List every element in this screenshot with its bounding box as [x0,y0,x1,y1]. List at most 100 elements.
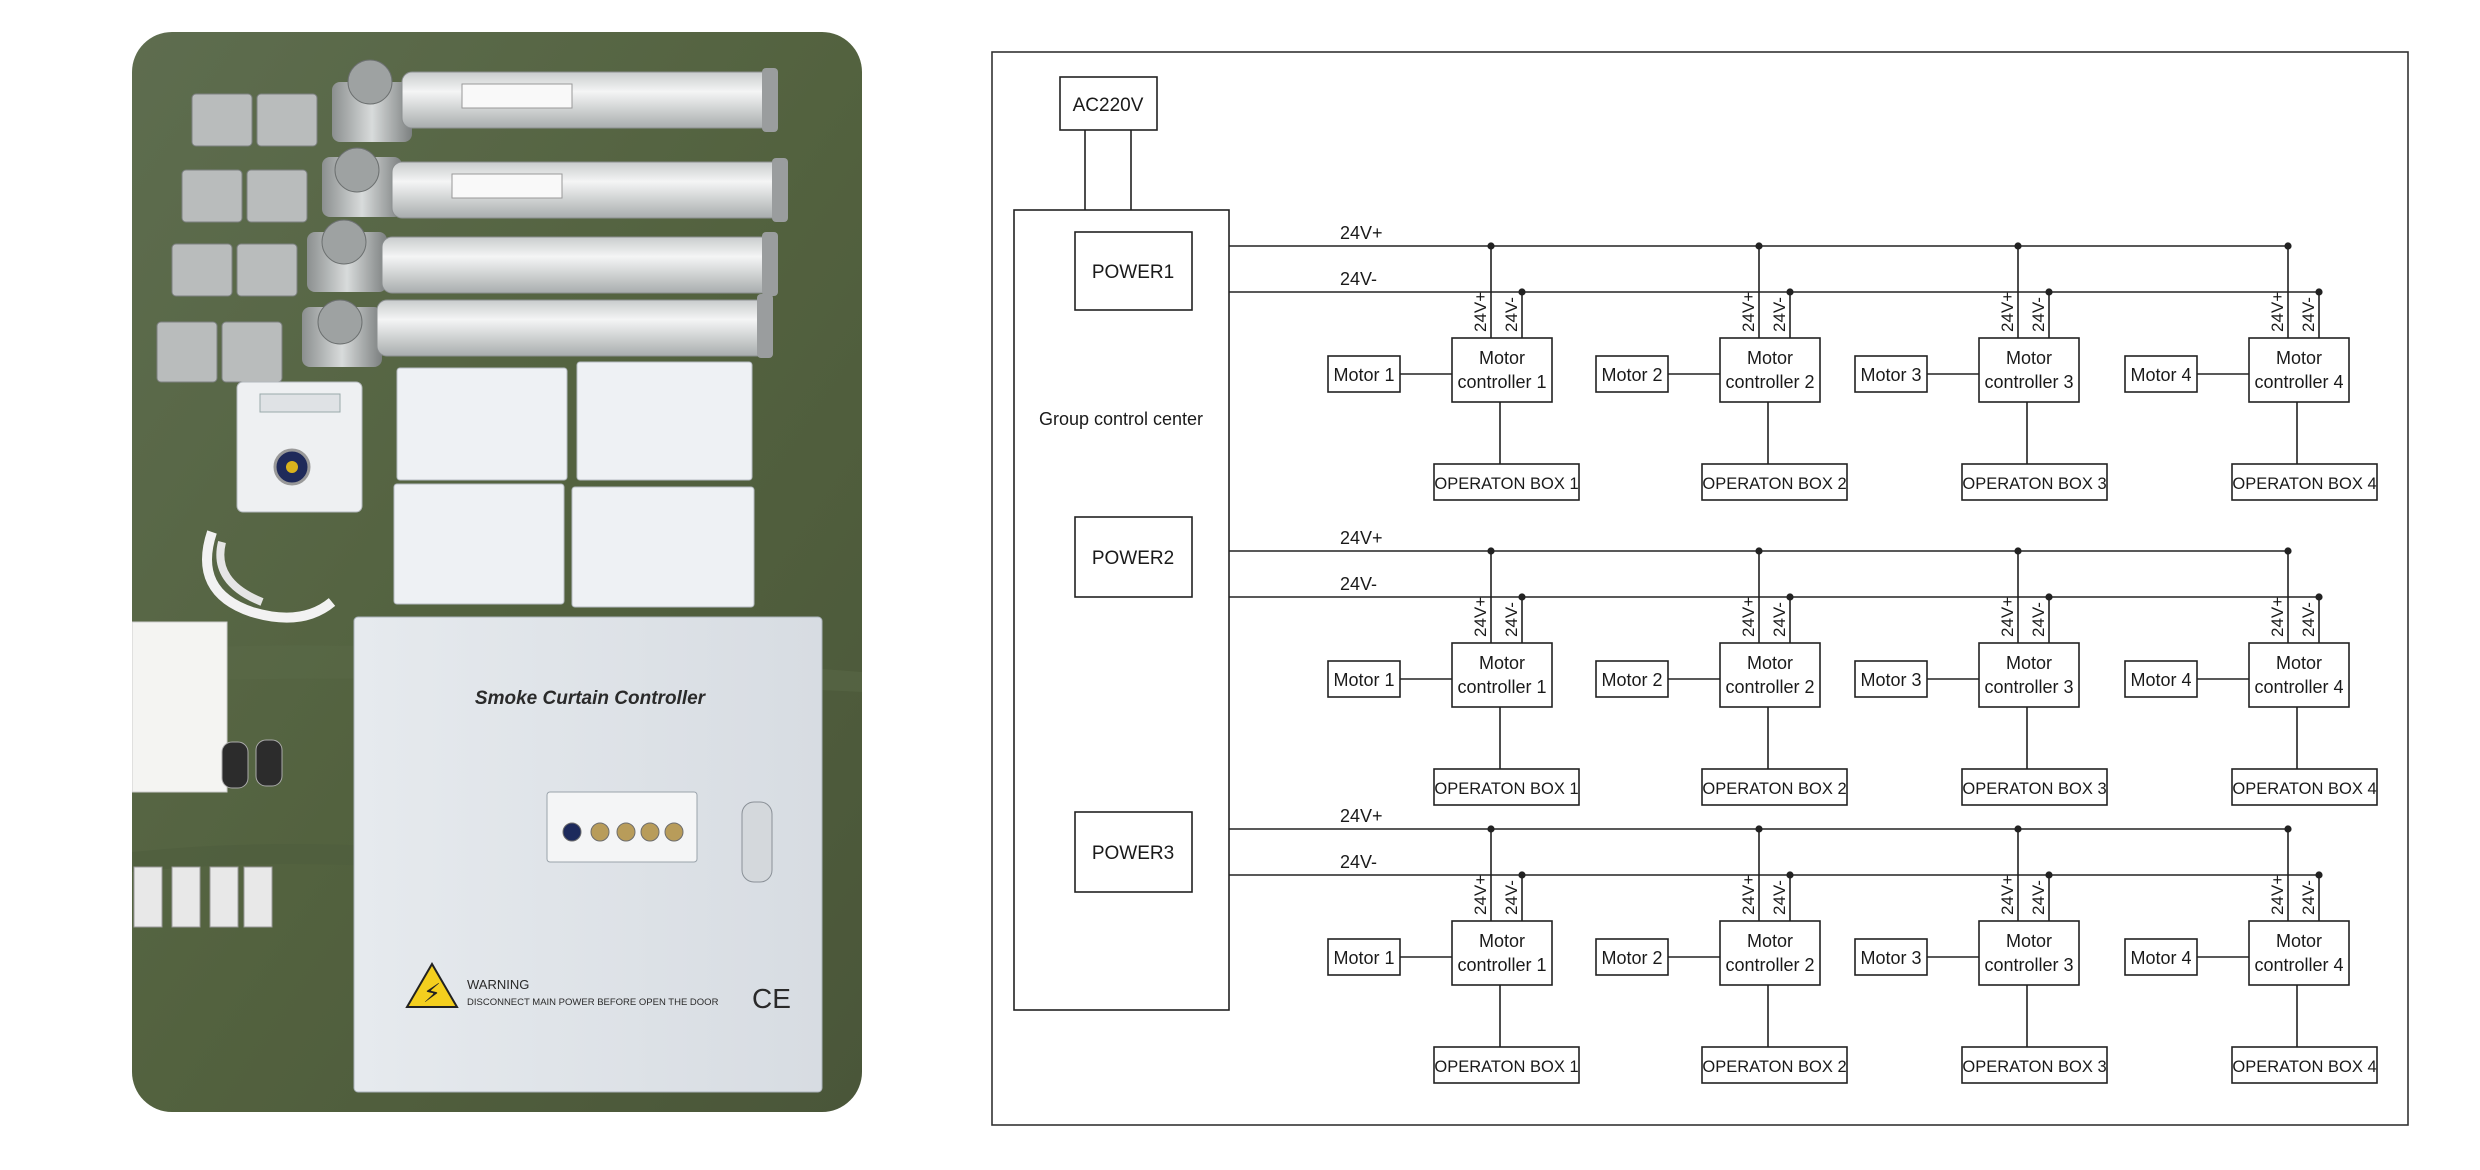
controller-line2: controller 1 [1457,955,1546,975]
junction-dot [2284,547,2292,555]
group-control-center-label: Group control center [1039,409,1203,429]
drop-minus-label: 24V- [2029,602,2048,637]
drop-minus-label: 24V- [1770,602,1789,637]
controller-line2: controller 3 [1984,955,2073,975]
drop-minus-label: 24V- [2299,880,2318,915]
motor-label: Motor 4 [2130,948,2191,968]
junction-dot [1518,593,1526,601]
junction-dot [1518,288,1526,296]
drop-plus-label: 24V+ [1471,875,1490,915]
controller-line1: Motor [1747,653,1793,673]
motor-box [1595,660,1669,698]
controller-line2: controller 1 [1457,677,1546,697]
drop-plus-label: 24V+ [1739,292,1758,332]
motor-label: Motor 2 [1601,948,1662,968]
junction-dot [2284,242,2292,250]
drop-minus-label: 24V- [1502,880,1521,915]
motor-controller-box [1978,920,2080,986]
motor-label: Motor 4 [2130,670,2191,690]
power-group-1: POWER1 24V+ 24V- 24V+ 24V- Motor controller 1 M… [1074,223,2378,501]
operation-box [1433,1046,1580,1084]
operation-box [1961,768,2108,806]
motor-box [1595,355,1669,393]
drop-minus-label: 24V- [1502,297,1521,332]
controller-line1: Motor [1479,653,1525,673]
junction-dot [2045,871,2053,879]
power-label: POWER3 [1092,843,1174,864]
operation-box [1433,463,1580,501]
motor-controller-box [1978,642,2080,708]
product-photo: ⚡ Smoke Curtain Controller WARNING DISCO… [132,32,862,1112]
power-group-3: POWER3 24V+ 24V- 24V+ 24V- Motor controller 1 M… [1074,806,2378,1084]
junction-dot [1786,871,1794,879]
tubular-motors [302,59,788,367]
motor-controller-box [1978,337,2080,403]
controller-line2: controller 1 [1457,372,1546,392]
controller-line1: Motor [2006,348,2052,368]
junction-dot [2014,242,2022,250]
operation-box-label: OPERATON BOX 1 [1434,1058,1578,1076]
operation-box-label: OPERATON BOX 2 [1702,1058,1846,1076]
motor-box [1854,660,1928,698]
junction-dot [2045,288,2053,296]
drop-plus-label: 24V+ [1998,292,2017,332]
ac-supply-label: AC220V [1073,95,1144,116]
motor-box [1327,660,1401,698]
motor-label: Motor 1 [1333,365,1394,385]
operation-box [2231,1046,2378,1084]
operation-box [1701,463,1848,501]
drop-minus-label: 24V- [1770,297,1789,332]
drop-minus-label: 24V- [2299,602,2318,637]
operation-box-label: OPERATON BOX 1 [1434,780,1578,798]
junction-dot [2014,547,2022,555]
operation-box-label: OPERATON BOX 3 [1962,1058,2106,1076]
motor-controller-box [1719,920,1821,986]
ce-mark: CE [752,983,791,1014]
rail-minus-label: 24V- [1340,852,1377,872]
motor-controller-box [2248,920,2350,986]
power-box-3 [1074,811,1193,893]
motor-box [1854,355,1928,393]
junction-dot [1755,547,1763,555]
junction-dot [1786,593,1794,601]
key-switch-box [236,381,363,513]
drop-minus-label: 24V- [1502,602,1521,637]
motor-label: Motor 3 [1860,670,1921,690]
junction-dot [1487,242,1495,250]
operation-box-label: OPERATON BOX 2 [1702,475,1846,493]
controller-line2: controller 2 [1725,372,1814,392]
drop-plus-label: 24V+ [1739,875,1758,915]
motor-controller-box [1451,642,1553,708]
controller-line2: controller 4 [2254,372,2343,392]
drop-minus-label: 24V- [2299,297,2318,332]
controller-line1: Motor [1479,931,1525,951]
junction-dot [2315,871,2323,879]
power-box-1 [1074,231,1193,311]
controller-line1: Motor [2276,653,2322,673]
junction-dot [1487,825,1495,833]
power-label: POWER1 [1092,262,1174,283]
motor-label: Motor 3 [1860,948,1921,968]
mounting-brackets [156,93,318,383]
motor-box [2124,660,2198,698]
rail-minus-label: 24V- [1340,269,1377,289]
controller-line1: Motor [2276,931,2322,951]
motor-box [2124,355,2198,393]
controller-line1: Motor [2006,931,2052,951]
operation-box-label: OPERATON BOX 4 [2232,475,2376,493]
rail-plus-label: 24V+ [1340,806,1383,826]
power-box-2 [1074,516,1193,598]
junction-dot [1518,871,1526,879]
drop-plus-label: 24V+ [1998,875,2017,915]
rail-plus-label: 24V+ [1340,528,1383,548]
drop-plus-label: 24V+ [2268,292,2287,332]
motor-controller-boxes [393,361,755,608]
